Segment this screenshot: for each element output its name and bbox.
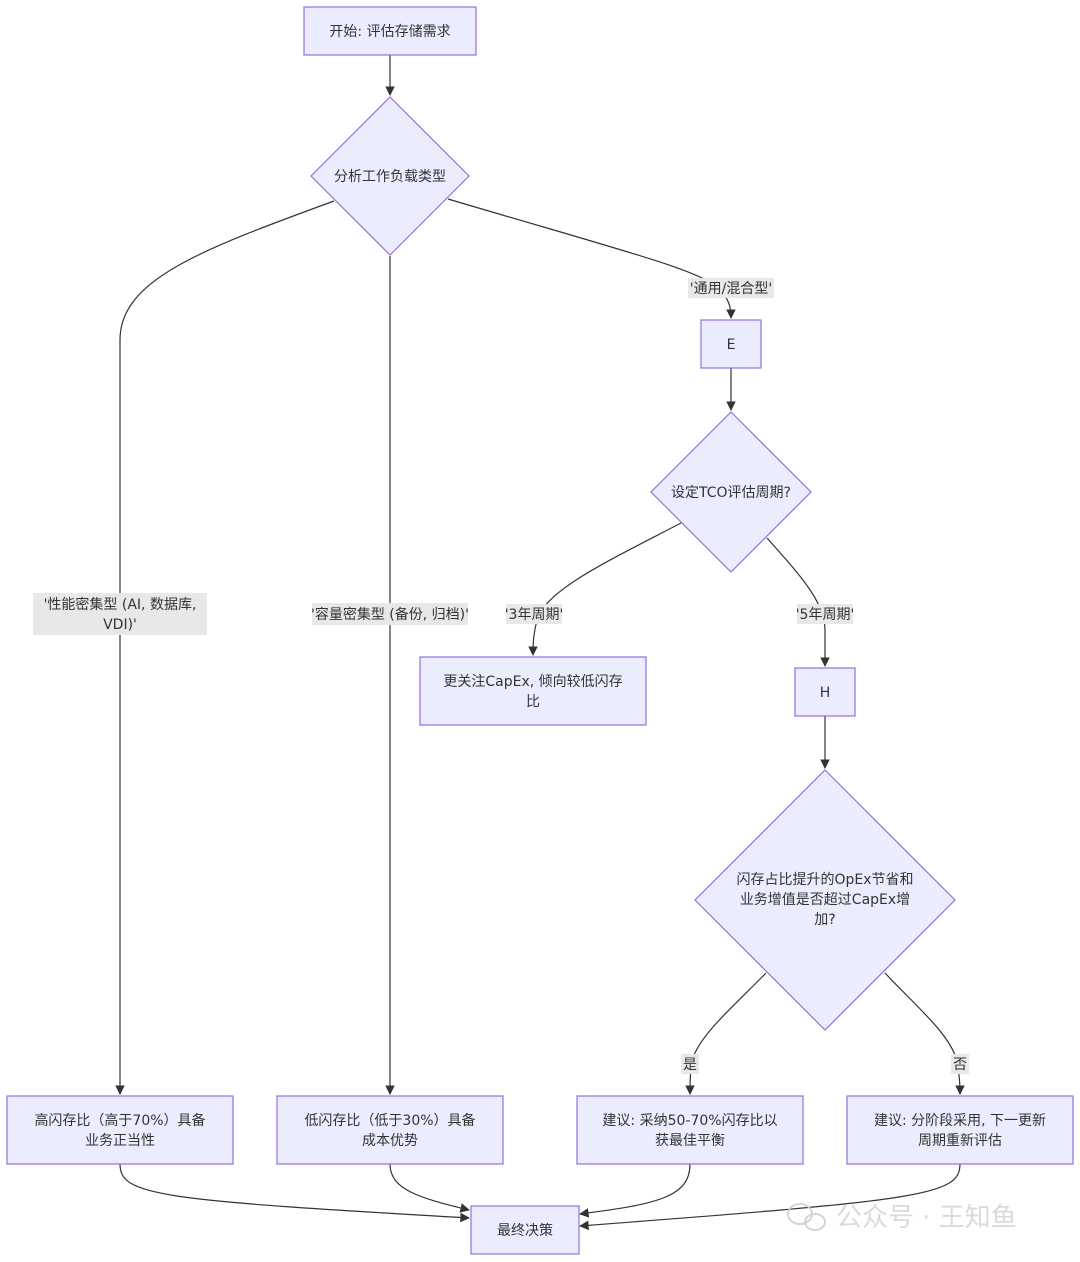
node-capex-focus: [419, 656, 647, 726]
nodes: 开始: 评估存储需求 分析工作负载类型 E 设定TCO评估周期? 更关注CapE…: [6, 6, 1074, 1255]
edge-high-final: [119, 1163, 470, 1223]
edge-label-yes: 是: [683, 1057, 697, 1073]
edge-yes-final: [579, 1163, 691, 1218]
wechat-icon: [787, 1203, 826, 1231]
node-high-flash-line2: 业务正当性: [85, 1133, 155, 1149]
node-recommend-no-line1: 建议: 分阶段采用, 下一更新: [874, 1113, 1046, 1129]
edge-no-final: [579, 1163, 961, 1231]
node-recommend-yes-line1: 建议: 采纳50-70%闪存比以: [602, 1113, 777, 1129]
node-recommend-no-line2: 周期重新评估: [918, 1133, 1002, 1149]
node-opex-line3: 加?: [814, 912, 835, 928]
node-low-flash: [276, 1095, 504, 1165]
node-start: [303, 6, 477, 56]
edge-tco-h: [766, 537, 830, 667]
edge-analyze-high-flash: [115, 200, 335, 1095]
node-opex-line2: 业务增值是否超过CapEx增: [740, 892, 910, 908]
edge-opex-yes: [685, 972, 767, 1095]
label-bg-capacity: [312, 603, 468, 625]
edges: [115, 55, 965, 1231]
edge-labels: '性能密集型 (AI, 数据库, VDI)' '容量密集型 (备份, 归档)' …: [33, 278, 969, 1074]
watermark-text: 公众号 · 王知鱼: [836, 1203, 1017, 1233]
node-recommend-no: [846, 1095, 1074, 1165]
edge-label-capacity: '容量密集型 (备份, 归档)': [311, 606, 469, 623]
node-opex-line1: 闪存占比提升的OpEx节省和: [736, 872, 913, 888]
label-bg-three-year: [506, 604, 562, 624]
label-bg-general: [688, 278, 774, 298]
node-start-label: 开始: 评估存储需求: [329, 24, 450, 40]
node-low-flash-line2: 成本优势: [362, 1133, 418, 1149]
node-low-flash-line1: 低闪存比（低于30%）具备: [304, 1112, 475, 1129]
edge-label-general: '通用/混合型': [690, 281, 772, 297]
edge-tco-capex: [528, 522, 682, 656]
node-high-flash: [6, 1095, 234, 1165]
label-bg-no: [951, 1054, 969, 1074]
node-h: [794, 667, 856, 717]
node-capex-focus-line1: 更关注CapEx, 倾向较低闪存: [443, 674, 622, 690]
label-bg-yes: [681, 1054, 699, 1074]
edge-label-performance-line2: VDI)': [103, 617, 137, 633]
node-tco-decision: [650, 411, 812, 573]
node-final: [470, 1205, 580, 1255]
edge-label-performance-line1: '性能密集型 (AI, 数据库,: [44, 596, 197, 613]
edge-label-no: 否: [953, 1057, 967, 1073]
edge-opex-no: [884, 972, 965, 1095]
node-h-label: H: [820, 685, 831, 701]
node-e-label: E: [727, 337, 736, 353]
node-capex-focus-line2: 比: [526, 694, 540, 710]
node-analyze-label: 分析工作负载类型: [334, 169, 446, 185]
node-opex-decision: [694, 769, 956, 1031]
node-analyze-decision: [310, 96, 470, 256]
node-e: [700, 319, 762, 369]
node-tco-label: 设定TCO评估周期?: [671, 485, 791, 501]
node-high-flash-line1: 高闪存比（高于70%）具备: [34, 1112, 205, 1129]
label-bg-performance: [33, 593, 207, 635]
node-recommend-yes-line2: 获最佳平衡: [655, 1133, 725, 1149]
edge-low-final: [389, 1163, 470, 1213]
watermark: 公众号 · 王知鱼: [787, 1203, 1017, 1233]
node-recommend-yes: [576, 1095, 804, 1165]
edge-label-three-year: '3年周期': [505, 607, 564, 623]
node-final-label: 最终决策: [497, 1222, 553, 1239]
edge-analyze-e: [447, 198, 736, 319]
label-bg-five-year: [797, 604, 853, 624]
edge-label-five-year: '5年周期': [796, 607, 855, 623]
